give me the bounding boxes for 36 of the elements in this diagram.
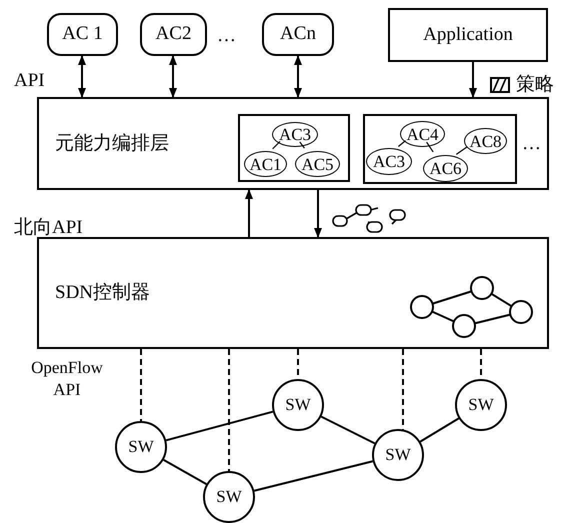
api-label: API (14, 69, 45, 93)
link-line (299, 142, 305, 148)
layer-title: 元能力编排层 (55, 131, 169, 156)
link-line (426, 142, 434, 152)
ellipsis: … (217, 24, 236, 48)
ellipse-node: AC3 (272, 122, 318, 147)
ellipse-node: AC3 (366, 148, 412, 175)
legend-label: 策略 (516, 73, 554, 97)
rounded-box: AC 1 (47, 13, 118, 56)
ellipse-node: AC5 (295, 151, 340, 177)
ellipse-node: AC6 (423, 155, 468, 182)
layer-title: SDN控制器 (55, 280, 150, 305)
api-label: OpenFlow API (30, 357, 104, 401)
arrow (169, 55, 177, 98)
process-box: Application (388, 8, 548, 62)
group-box (363, 114, 517, 184)
rounded-box: ACn (262, 13, 334, 56)
ellipsis: … (522, 132, 541, 156)
link-line (272, 141, 280, 150)
layer-box (37, 237, 549, 349)
dashed-connector (140, 349, 142, 421)
ellipse-node: AC1 (244, 151, 287, 177)
api-label: 北向API (14, 216, 83, 240)
dashed-connector (228, 349, 230, 471)
arrow (78, 55, 86, 98)
group-box (238, 114, 350, 182)
arrow (294, 55, 302, 98)
arrow (469, 62, 477, 98)
ellipse-node: AC8 (464, 128, 507, 154)
arrow (245, 189, 253, 237)
layer-box (37, 97, 549, 190)
link-line (456, 146, 468, 155)
arrow (314, 190, 322, 238)
link-line (398, 140, 406, 147)
rounded-box: AC2 (140, 13, 207, 56)
ellipse-node: AC4 (400, 121, 445, 147)
